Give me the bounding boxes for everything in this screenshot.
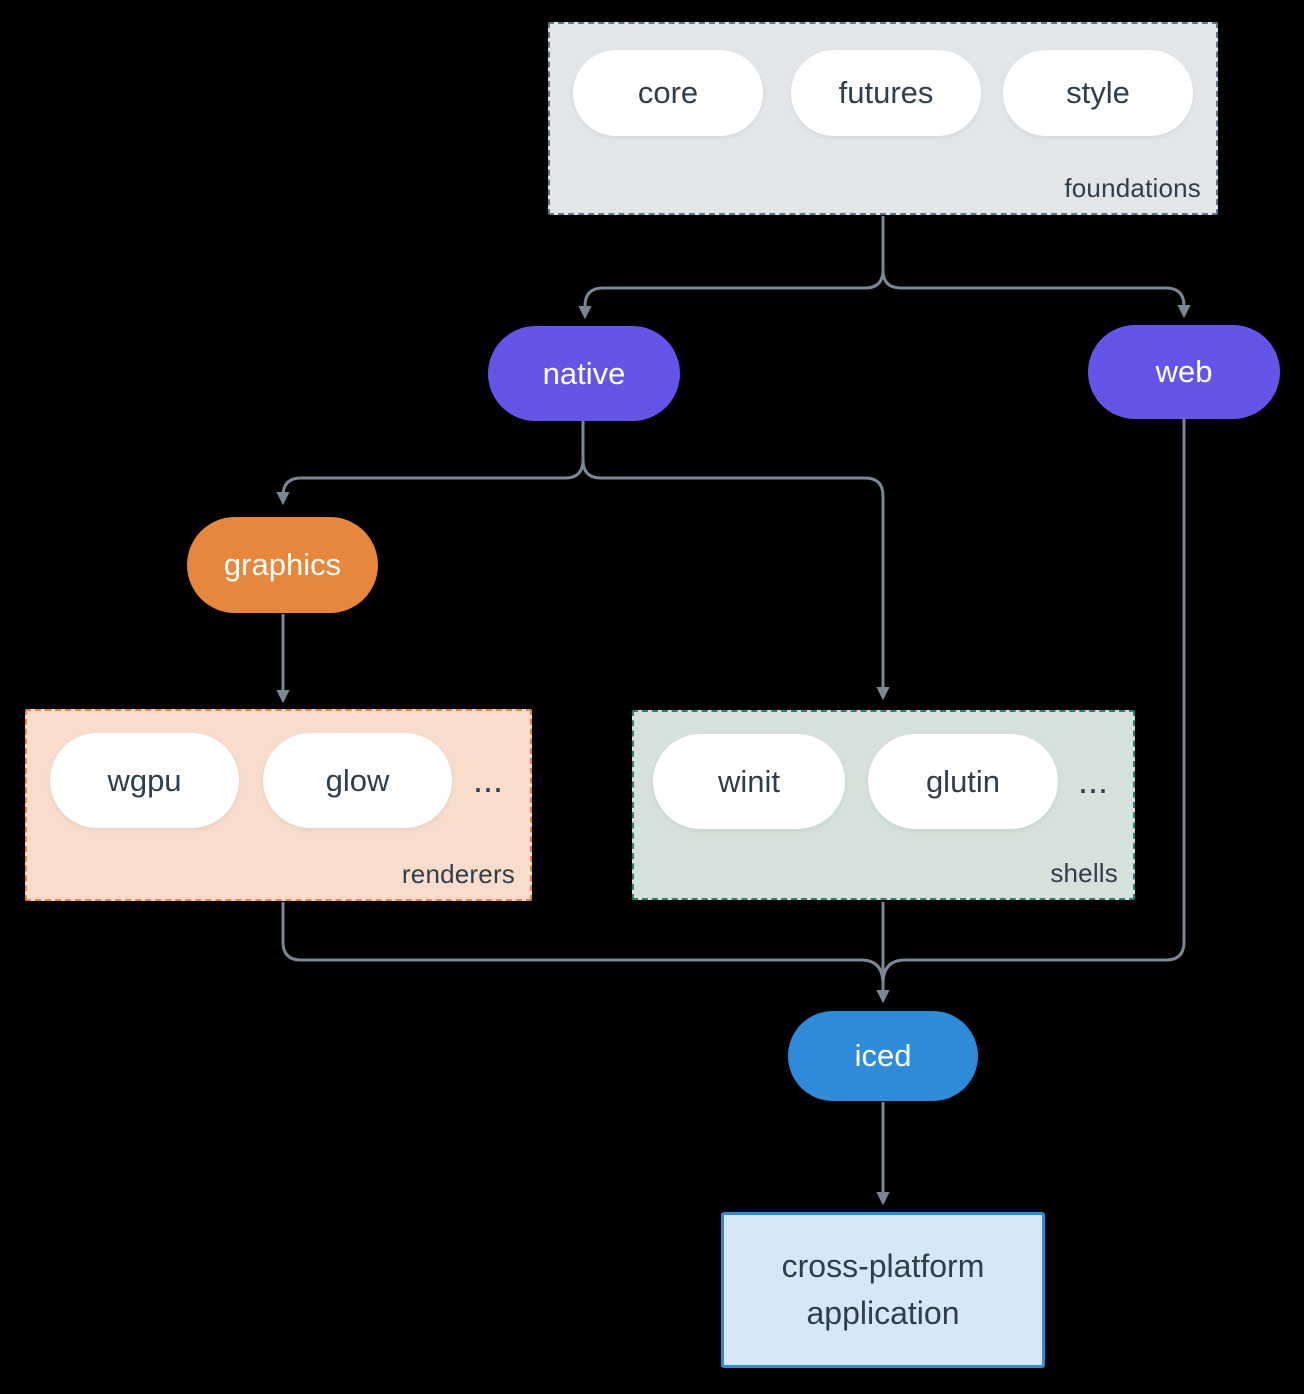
node-glutin: glutin [868, 734, 1058, 829]
shells-group: winit glutin ... shells [632, 710, 1135, 900]
node-core: core [573, 50, 763, 136]
edge-native-graphics [276, 421, 585, 506]
node-glow-label: glow [325, 762, 390, 798]
renderers-ellipsis: ... [473, 759, 504, 800]
node-cross-platform-application: cross-platform application [721, 1212, 1045, 1368]
node-native: native [488, 326, 680, 421]
node-futures-label: futures [838, 75, 934, 110]
node-graphics: graphics [187, 517, 378, 613]
shells-group-label: shells [1050, 858, 1118, 888]
node-glutin-label: glutin [925, 763, 1001, 799]
application-label-line2: application [806, 1295, 960, 1331]
node-iced: iced [788, 1011, 978, 1101]
node-futures: futures [791, 50, 981, 136]
node-iced-label: iced [854, 1038, 912, 1073]
edge-renderers-merge [281, 902, 885, 985]
node-graphics-label: graphics [223, 547, 342, 582]
node-glow: glow [263, 733, 452, 828]
node-wgpu-label: wgpu [107, 762, 182, 798]
edge-foundations-native [578, 216, 885, 320]
shells-ellipsis: ... [1078, 760, 1109, 801]
edge-foundations-web [881, 216, 1191, 319]
node-winit-label: winit [717, 763, 780, 799]
node-native-label: native [542, 355, 626, 391]
renderers-group-label: renderers [401, 859, 515, 889]
edge-web-merge [881, 419, 1186, 985]
node-winit: winit [653, 734, 845, 829]
node-web: web [1088, 325, 1280, 419]
node-web-label: web [1155, 354, 1213, 389]
application-label-line1: cross-platform [781, 1248, 985, 1284]
node-wgpu: wgpu [50, 733, 239, 828]
node-style: style [1003, 50, 1193, 136]
node-style-label: style [1066, 75, 1130, 110]
edge-native-shells [581, 421, 890, 701]
foundations-group-label: foundations [1064, 173, 1201, 203]
node-core-label: core [637, 75, 699, 110]
renderers-group: wgpu glow ... renderers [25, 709, 532, 901]
foundations-group: core futures style foundations [548, 22, 1218, 215]
